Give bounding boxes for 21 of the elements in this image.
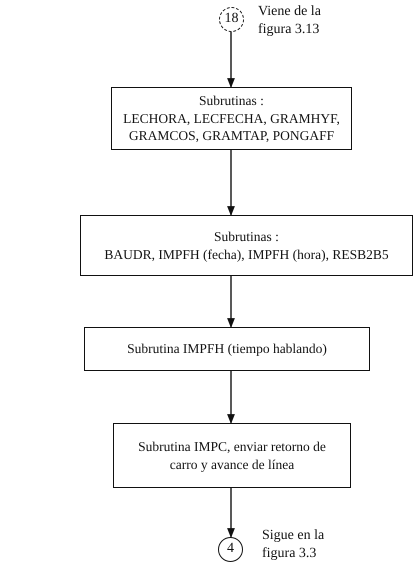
- connector-number: 18: [224, 10, 238, 28]
- arrow: [227, 276, 235, 328]
- process-box: [113, 423, 351, 488]
- connector-number: 4: [227, 540, 234, 558]
- arrow: [227, 150, 235, 216]
- box-heading: Subrutinas :: [214, 228, 279, 246]
- arrow: [227, 371, 235, 424]
- connector-circle: [218, 537, 243, 562]
- box-text: Subrutina IMPC, enviar retorno de carro y avance de línea: [137, 438, 327, 474]
- connector-circle: [219, 7, 244, 32]
- process-box: [80, 215, 413, 276]
- process-box: [84, 327, 370, 371]
- box-text: Subrutina IMPFH (tiempo hablando): [127, 340, 327, 358]
- box-text: LECHORA, LECFECHA, GRAMHYF, GRAMCOS, GRAMTAP, PONGAFF: [122, 110, 341, 145]
- arrow: [227, 32, 235, 88]
- connector-note: Sigue en la figura 3.3: [262, 527, 326, 562]
- box-text: BAUDR, IMPFH (fecha), IMPFH (hora), RESB2B5: [104, 246, 389, 264]
- box-heading: Subrutinas :: [199, 92, 264, 110]
- process-box: [111, 87, 352, 150]
- arrow: [227, 488, 235, 538]
- connector-note: Viene de la figura 3.13: [258, 3, 322, 38]
